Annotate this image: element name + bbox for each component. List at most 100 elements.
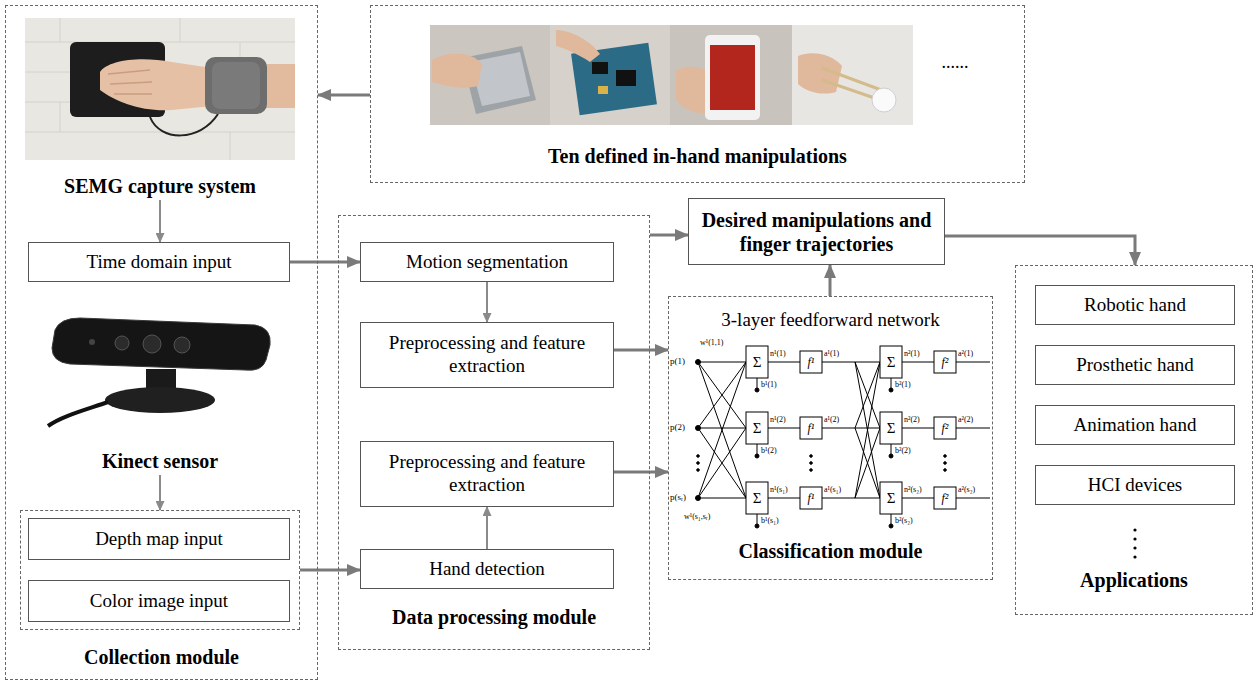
application-box: Robotic hand xyxy=(1035,285,1235,325)
sum-symbol: Σ xyxy=(880,420,902,436)
application-box: Animation hand xyxy=(1035,405,1235,445)
signal-label: n¹(1) xyxy=(770,349,786,359)
network-line xyxy=(698,362,746,428)
transfer-symbol: f¹ xyxy=(800,421,822,435)
network-line xyxy=(891,514,892,525)
ellipsis-dot xyxy=(810,469,813,472)
process-box: Color image input xyxy=(28,580,290,622)
flow-arrow xyxy=(486,282,488,322)
module-frame: Data processing moduleMotion segmentatio… xyxy=(338,215,650,650)
network-line xyxy=(855,362,880,498)
node-text: SEMG capture system xyxy=(64,174,256,198)
flow-arrow xyxy=(318,94,370,97)
process-box: Preprocessing and feature extraction xyxy=(360,322,614,388)
ellipsis-mark: ...... xyxy=(925,52,985,72)
module-frame: Ten defined in-hand manipulations xyxy=(370,5,1025,183)
bias-label: b¹(2) xyxy=(761,446,777,456)
module-frame: Collection moduleSEMG capture systemTime… xyxy=(5,5,318,680)
bias-dot xyxy=(889,388,893,392)
network-line xyxy=(902,362,934,363)
process-box: Motion segmentation xyxy=(360,242,614,282)
flow-arrow xyxy=(650,234,688,237)
transfer-box xyxy=(800,487,822,509)
input-label: p(sᵣ) xyxy=(670,492,686,503)
node-text: HCI devices xyxy=(1088,474,1182,497)
node-text: Hand detection xyxy=(429,558,545,581)
network-line xyxy=(891,378,892,389)
signal-label: a¹(s₁) xyxy=(824,485,841,495)
network-line xyxy=(822,498,855,499)
bias-dot xyxy=(755,388,759,392)
ellipsis-dot xyxy=(944,455,947,458)
input-group: Depth map inputColor image input xyxy=(20,510,300,630)
bias-label: b²(s₂) xyxy=(895,516,913,526)
sum-box xyxy=(746,412,768,444)
transfer-box xyxy=(934,351,956,373)
network-picture xyxy=(696,346,991,528)
sum-box xyxy=(746,482,768,514)
network-line xyxy=(902,428,934,429)
flow-arrow xyxy=(290,261,360,264)
process-box: Time domain input xyxy=(28,242,290,282)
module-frame: Applications Robotic handProsthetic handA… xyxy=(1015,265,1253,615)
ellipsis-dot xyxy=(697,462,700,465)
flow-arrow xyxy=(829,265,832,296)
network-line xyxy=(855,362,880,498)
semg-photo xyxy=(25,18,295,160)
signal-label: n¹(s₁) xyxy=(770,485,788,495)
signal-label: a¹(1) xyxy=(824,349,839,359)
ellipsis-dot xyxy=(697,469,700,472)
bias-dot xyxy=(755,454,759,458)
network-line xyxy=(956,498,990,499)
node-text: Prosthetic hand xyxy=(1076,354,1194,377)
device-caption: Kinect sensor xyxy=(40,315,280,475)
network-line xyxy=(822,428,855,429)
input-dot xyxy=(696,426,701,431)
input-dot xyxy=(696,360,701,365)
node-text: Applications xyxy=(1080,568,1188,592)
ellipsis-dot xyxy=(697,455,700,458)
input-label: p(1) xyxy=(670,356,685,367)
network-line xyxy=(855,362,880,428)
application-box: Prosthetic hand xyxy=(1035,345,1235,385)
sum-symbol: Σ xyxy=(746,420,768,436)
node-text: Depth map input xyxy=(95,528,223,551)
transfer-symbol: f² xyxy=(934,421,956,435)
network-line xyxy=(768,428,800,429)
sum-box xyxy=(880,482,902,514)
weight-label: w¹(1,1) xyxy=(700,338,724,348)
kinect-sensor-picture xyxy=(48,318,270,426)
bias-dot xyxy=(889,524,893,528)
node-text: Preprocessing and feature extraction xyxy=(387,451,587,497)
node-text: Motion segmentation xyxy=(406,251,568,274)
sum-symbol: Σ xyxy=(746,354,768,370)
node-text: Ten defined in-hand manipulations xyxy=(548,144,847,168)
node-text: Animation hand xyxy=(1074,414,1197,437)
signal-label: n²(1) xyxy=(904,349,920,359)
network-line xyxy=(757,444,758,455)
network-line xyxy=(757,378,758,389)
flow-arrow xyxy=(300,569,360,572)
device-caption: SEMG capture system xyxy=(25,18,295,200)
signal-label: a¹(2) xyxy=(824,415,839,425)
network-line xyxy=(757,514,758,525)
application-box: HCI devices xyxy=(1035,465,1235,505)
transfer-symbol: f¹ xyxy=(800,355,822,369)
ellipsis-dot xyxy=(944,462,947,465)
network-line xyxy=(698,428,746,429)
network-line xyxy=(698,362,746,363)
ellipsis-dot xyxy=(944,469,947,472)
manipulation-photos xyxy=(430,25,913,125)
network-line xyxy=(855,362,880,428)
network-line xyxy=(891,444,892,455)
sum-symbol: Σ xyxy=(746,490,768,506)
network-line xyxy=(855,428,880,498)
ellipsis-dot xyxy=(810,455,813,458)
network-line xyxy=(902,498,934,499)
input-dot xyxy=(696,496,701,501)
transfer-symbol: f¹ xyxy=(800,491,822,505)
node-text: 3-layer feedforward network xyxy=(721,309,939,332)
network-line xyxy=(698,362,746,498)
node-text: Time domain input xyxy=(87,251,232,274)
